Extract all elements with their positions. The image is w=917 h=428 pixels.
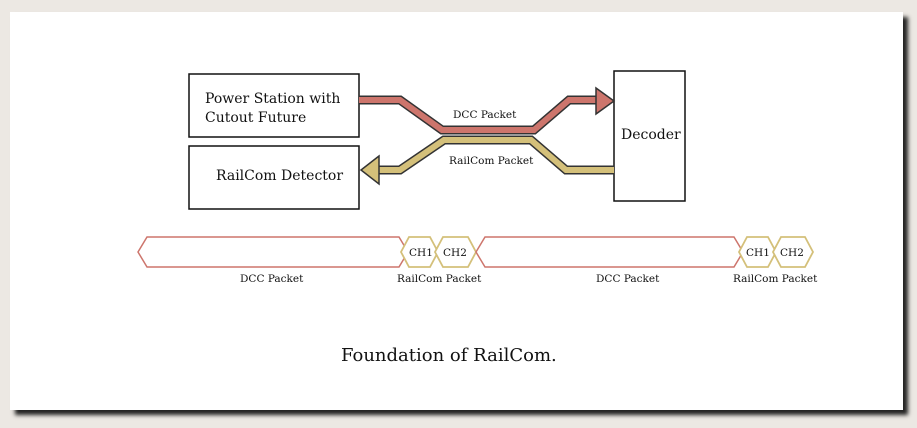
timeline-dcc-packet-label-2: DCC Packet bbox=[596, 273, 660, 285]
timeline-ch2-label-2: CH2 bbox=[780, 247, 804, 259]
figure-card bbox=[10, 12, 903, 410]
timeline-ch2-label-1: CH2 bbox=[443, 247, 467, 259]
timeline-ch2-1 bbox=[433, 236, 478, 268]
packet-timeline: CH1 CH2 CH1 CH2 DCC Packet RailCom Packe… bbox=[137, 236, 818, 285]
power-station-box bbox=[188, 73, 360, 138]
timeline-dcc-packet-1 bbox=[137, 236, 409, 268]
timeline-ch1-2 bbox=[737, 236, 778, 268]
power-station-label-line2: Cutout Future bbox=[205, 110, 306, 126]
timeline-ch1-label-2: CH1 bbox=[746, 247, 770, 259]
timeline-railcom-packet-label-1: RailCom Packet bbox=[397, 273, 482, 285]
railcom-packet-arrow-label: RailCom Packet bbox=[449, 155, 534, 167]
figure-caption: Foundation of RailCom. bbox=[341, 345, 557, 366]
decoder-label: Decoder bbox=[621, 127, 681, 143]
railcom-detector-box bbox=[188, 145, 360, 210]
dcc-packet-arrow-label: DCC Packet bbox=[453, 109, 517, 121]
decoder-box bbox=[613, 70, 686, 202]
timeline-ch1-label-1: CH1 bbox=[409, 247, 433, 259]
dcc-packet-arrow bbox=[359, 86, 616, 135]
power-station-label-line1: Power Station with bbox=[205, 91, 340, 107]
railcom-detector-label: RailCom Detector bbox=[216, 168, 343, 184]
timeline-ch1-1 bbox=[399, 236, 440, 268]
timeline-railcom-packet-label-2: RailCom Packet bbox=[733, 273, 818, 285]
railcom-packet-arrow bbox=[359, 135, 614, 186]
timeline-dcc-packet-label-1: DCC Packet bbox=[240, 273, 304, 285]
timeline-ch2-2 bbox=[771, 236, 815, 268]
timeline-dcc-packet-2 bbox=[475, 236, 744, 268]
